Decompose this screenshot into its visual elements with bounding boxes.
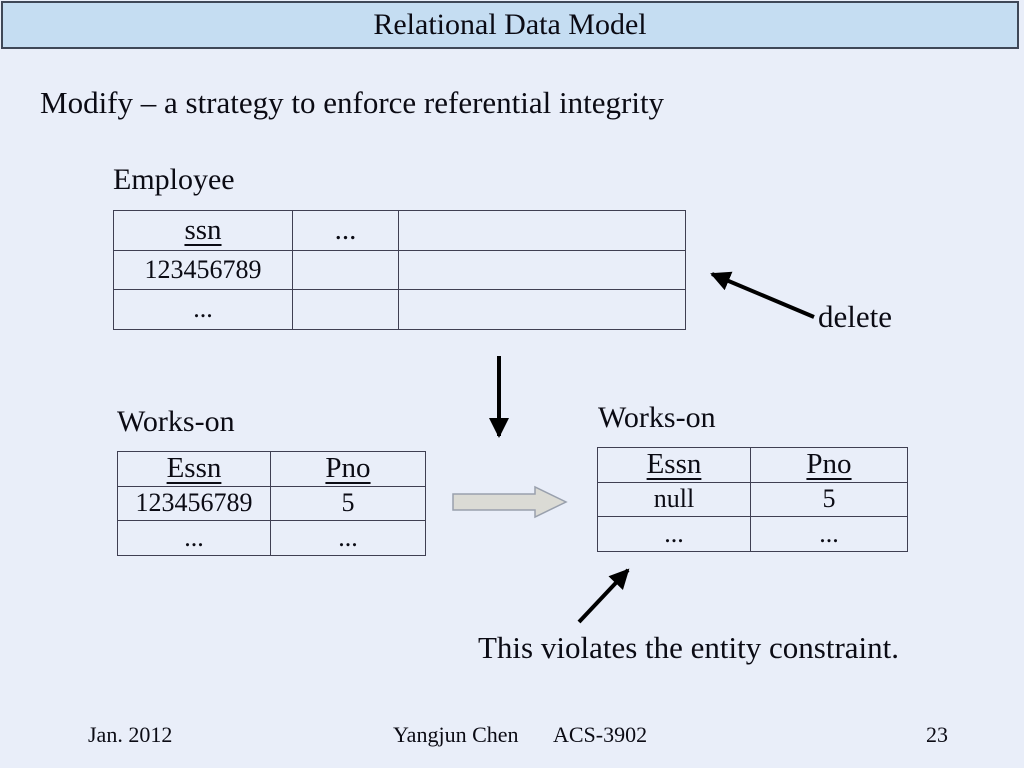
slide-title: Relational Data Model	[373, 8, 647, 41]
employee-header-row: ssn ...	[113, 210, 686, 251]
works-on-right-cell: ...	[750, 516, 908, 552]
footer-author: Yangjun Chen	[393, 722, 519, 747]
works-on-right-cell: 5	[750, 481, 908, 517]
works-on-right-header-pno: Pno	[750, 447, 908, 483]
footer-date: Jan. 2012	[88, 722, 173, 747]
employee-cell	[292, 249, 399, 290]
delete-arrow-icon	[710, 271, 815, 319]
works-on-right-header-row: Essn Pno	[597, 447, 908, 483]
works-on-left-cell: ...	[117, 520, 271, 556]
delete-annotation-label: delete	[818, 299, 893, 334]
table-row: null 5	[597, 481, 908, 517]
works-on-right-cell: ...	[597, 516, 751, 552]
works-on-right-table-label: Works-on	[598, 401, 716, 434]
works-on-right-header-essn: Essn	[597, 447, 751, 483]
table-row: 123456789	[113, 249, 686, 290]
table-row: ...	[113, 289, 686, 330]
table-row: ... ...	[117, 520, 426, 556]
block-arrow-icon	[452, 485, 568, 519]
works-on-left-cell: ...	[270, 520, 426, 556]
works-on-left-header-row: Essn Pno	[117, 451, 426, 487]
violation-annotation-label: This violates the entity constraint.	[478, 630, 899, 665]
employee-cell	[398, 289, 686, 330]
table-row: ... ...	[597, 516, 908, 552]
works-on-left-table: Essn Pno 123456789 5 ... ...	[117, 451, 426, 556]
slide-title-bar: Relational Data Model	[1, 1, 1019, 49]
employee-cell: ...	[113, 289, 293, 330]
employee-cell: 123456789	[113, 249, 293, 290]
employee-header-ssn: ssn	[113, 210, 293, 251]
employee-table: ssn ... 123456789 ...	[113, 210, 686, 330]
works-on-left-cell: 5	[270, 485, 426, 521]
employee-cell	[292, 289, 399, 330]
footer-page-number: 23	[926, 722, 948, 747]
violation-arrow-icon	[577, 568, 630, 624]
employee-header-ellipsis: ...	[292, 210, 399, 251]
table-row: 123456789 5	[117, 485, 426, 521]
employee-header-empty	[398, 210, 686, 251]
works-on-left-table-label: Works-on	[117, 405, 235, 438]
heading: Modify – a strategy to enforce referenti…	[40, 85, 665, 120]
works-on-left-cell: 123456789	[117, 485, 271, 521]
employee-cell	[398, 249, 686, 290]
works-on-left-header-pno: Pno	[270, 451, 426, 487]
works-on-left-header-essn: Essn	[117, 451, 271, 487]
footer-course: ACS-3902	[553, 722, 648, 747]
works-on-right-cell: null	[597, 481, 751, 517]
works-on-right-table: Essn Pno null 5 ... ...	[597, 447, 908, 552]
employee-table-label: Employee	[113, 163, 235, 196]
